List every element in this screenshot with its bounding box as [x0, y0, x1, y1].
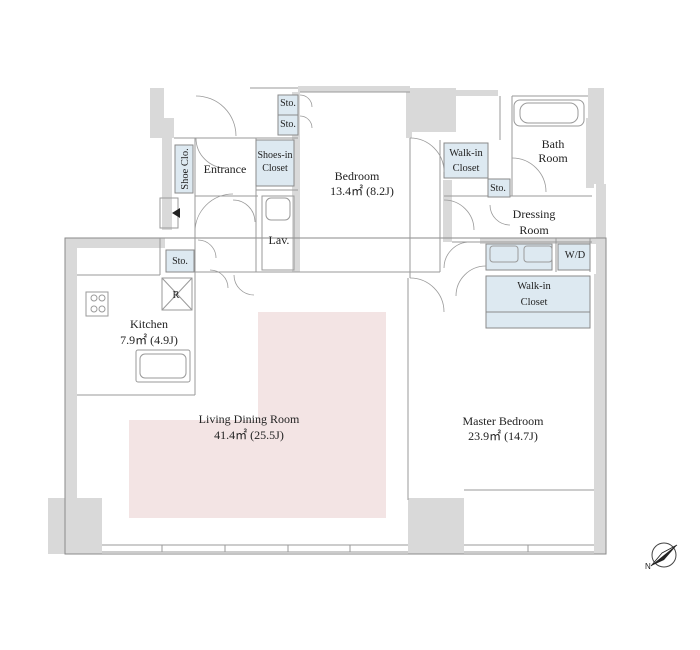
storage-entrance-side: Sto. [172, 256, 188, 267]
fixtures [85, 99, 585, 383]
refrigerator-label: R [172, 290, 179, 301]
master-bedroom-area: 23.9㎡ (14.7J) [468, 429, 538, 443]
dressing-line1: Dressing [513, 207, 556, 221]
living-area-highlight [129, 312, 386, 518]
walk-in-closet-1-line1: Walk-in [449, 148, 483, 159]
bedroom-area: 13.4㎡ (8.2J) [330, 184, 394, 198]
bath-line1: Bath [542, 137, 565, 151]
kitchen-name: Kitchen [130, 317, 168, 331]
exterior-walls [48, 86, 606, 554]
walk-in-closet-1-line2: Closet [453, 163, 480, 174]
bath-line2: Room [538, 151, 568, 165]
closets [165, 94, 591, 329]
lavatory-name: Lav. [269, 233, 290, 247]
dressing-line2: Room [519, 223, 549, 237]
master-bedroom-name: Master Bedroom [463, 414, 545, 428]
shoe-closet-name: Shoe Clo. [180, 148, 191, 189]
living-area: 41.4㎡ (25.5J) [214, 428, 284, 442]
shoes-in-closet-line1: Shoes-in [258, 150, 293, 161]
window-mullions [161, 545, 529, 552]
bedroom-name: Bedroom [335, 169, 380, 183]
storage-top-2: Sto. [280, 119, 296, 130]
walk-in-closet-2-line2: Closet [521, 297, 548, 308]
kitchen-area: 7.9㎡ (4.9J) [120, 333, 178, 347]
living-name: Living Dining Room [199, 412, 300, 426]
door-swings [194, 94, 547, 313]
interior-walls [64, 87, 607, 555]
north-arrow-icon: N [645, 542, 678, 571]
storage-top-1: Sto. [280, 98, 296, 109]
svg-text:N: N [645, 562, 651, 571]
entrance-arrow-icon [172, 208, 180, 218]
shoes-in-closet-line2: Closet [262, 163, 288, 174]
walk-in-closet-2-line1: Walk-in [517, 281, 551, 292]
washer-dryer-label: W/D [565, 250, 586, 261]
storage-bath-side: Sto. [490, 183, 506, 194]
entrance-name: Entrance [204, 162, 247, 176]
